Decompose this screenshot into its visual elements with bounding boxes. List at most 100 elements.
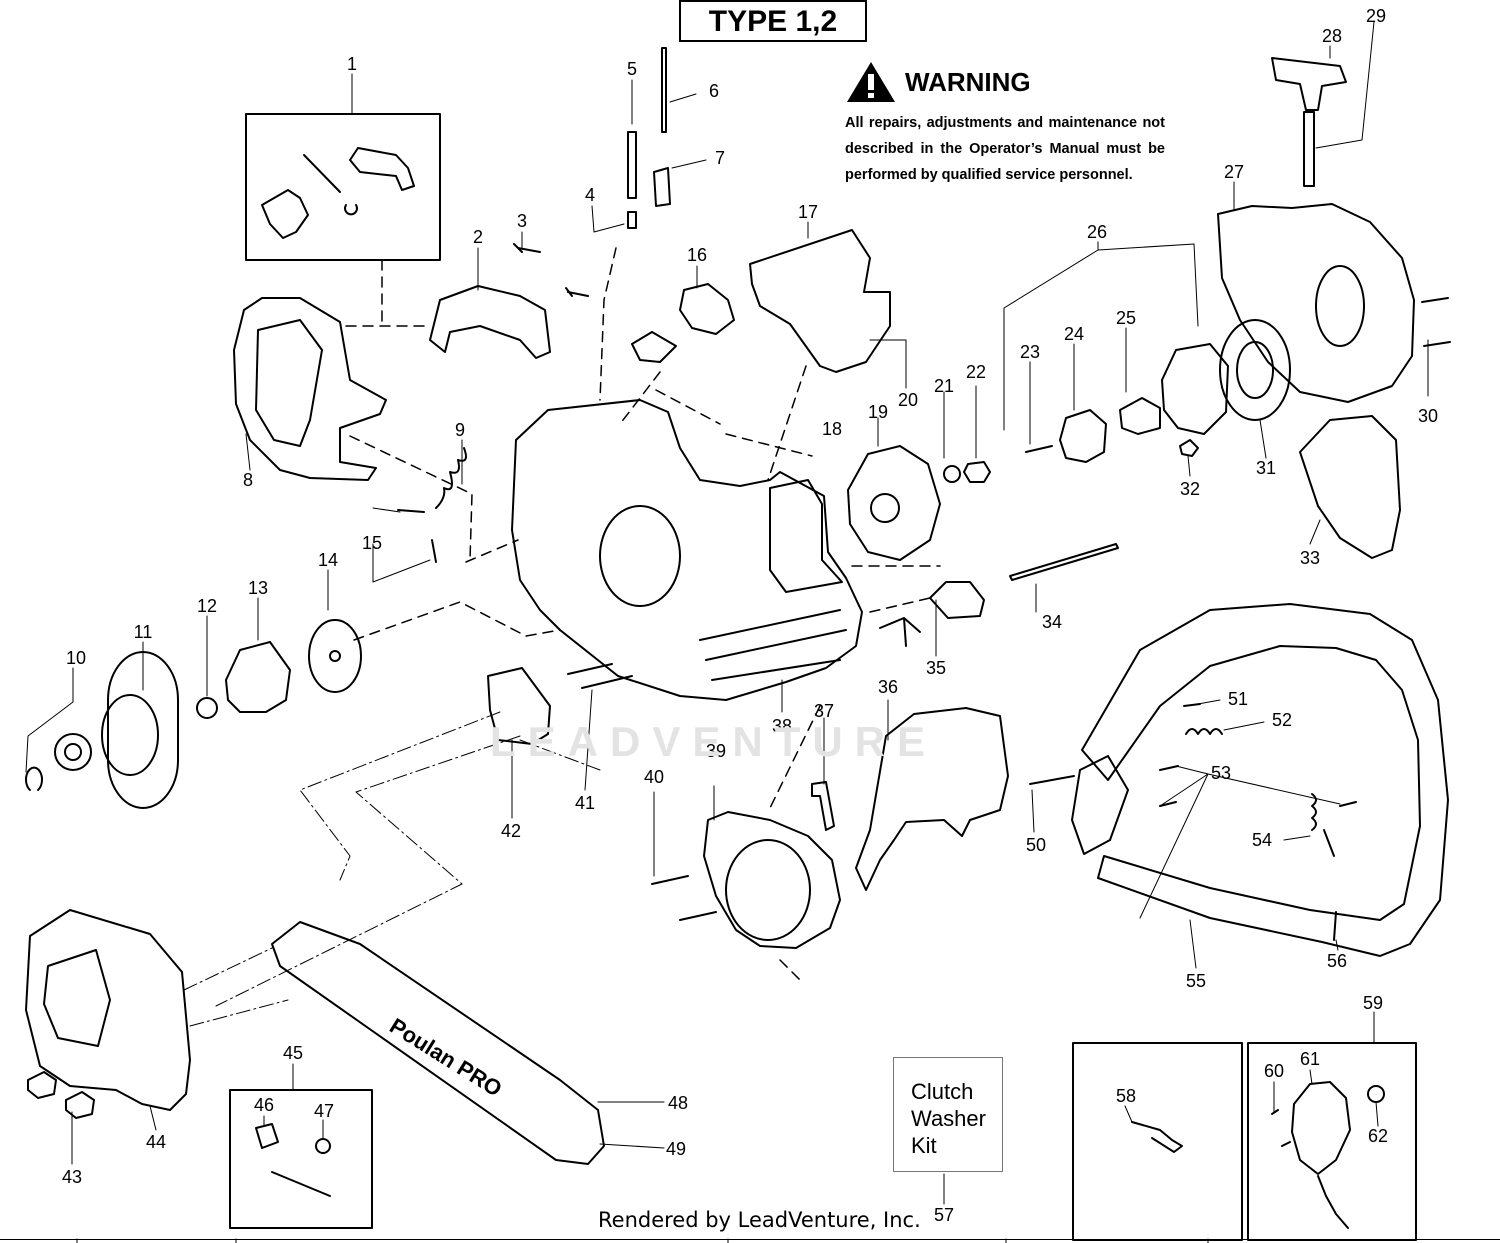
part-number-17: 17 [798, 202, 818, 222]
part-27-starter-housing [1217, 203, 1415, 403]
part-number-53: 53 [1211, 763, 1231, 783]
part-number-10: 10 [66, 648, 86, 668]
part-number-48: 48 [668, 1093, 688, 1113]
part-32-nut [1179, 439, 1199, 457]
part-35-fitting [929, 581, 985, 619]
warning-block: WARNING All repairs, adjustments and mai… [845, 60, 1165, 188]
part-11-drum [107, 651, 179, 809]
part-22-nut [963, 461, 991, 483]
footer-credit: Rendered by LeadVenture, Inc. [598, 1208, 921, 1232]
part-55-front-handle [1081, 603, 1449, 957]
part-38-fins [699, 609, 847, 681]
part-31-recoil [1219, 319, 1291, 421]
part-number-46: 46 [254, 1095, 274, 1115]
part-number-20: 20 [898, 390, 918, 410]
part-52-spring [1185, 728, 1223, 735]
part-number-22: 22 [966, 362, 986, 382]
part-number-62: 62 [1368, 1126, 1388, 1146]
part-number-59: 59 [1363, 993, 1383, 1013]
part-48-bar [271, 921, 605, 1165]
part-2-top-cover [429, 285, 551, 359]
part-number-42: 42 [501, 821, 521, 841]
part-number-7: 7 [715, 148, 725, 168]
part-number-33: 33 [1300, 548, 1320, 568]
part-29-rope [1303, 111, 1315, 187]
part-number-37: 37 [814, 701, 834, 721]
part-16-primer [679, 283, 735, 335]
part-number-34: 34 [1042, 612, 1062, 632]
part-number-60: 60 [1264, 1061, 1284, 1081]
part-number-61: 61 [1300, 1049, 1320, 1069]
part-number-16: 16 [687, 245, 707, 265]
part-number-35: 35 [926, 658, 946, 678]
part-46-adjuster [255, 1123, 279, 1149]
part-8-rear-handle [233, 297, 387, 481]
part-25-spring [1119, 397, 1161, 435]
dashdot-lines [183, 711, 601, 1027]
warning-triangle-icon [847, 62, 895, 102]
part-61-hose [1317, 1175, 1349, 1229]
part-3-screws [513, 243, 589, 297]
part-12-washer [196, 697, 218, 719]
part-7-filter [653, 167, 671, 207]
part-9-spring [435, 447, 467, 509]
part-31-recoil-inner [1236, 341, 1274, 399]
part-number-41: 41 [575, 793, 595, 813]
part-number-8: 8 [243, 470, 253, 490]
part-38-pulley [599, 505, 681, 607]
part-1-spring [303, 154, 358, 216]
part-10-clip [25, 766, 43, 791]
part-number-12: 12 [197, 596, 217, 616]
part-number-21: 21 [934, 376, 954, 396]
part-19-hub [870, 493, 900, 523]
part-10-washer-hole [64, 743, 82, 761]
part-54-spring [1311, 793, 1335, 857]
part-5-tube [627, 131, 637, 199]
part-61-pump [1291, 1081, 1351, 1175]
part-number-labels: 1234567891011121314151617181920212223242… [62, 6, 1438, 1225]
part-number-51: 51 [1228, 689, 1248, 709]
part-14-plate [308, 619, 362, 693]
part-23-screw [1025, 445, 1053, 453]
part-1-kit-box [245, 113, 441, 261]
part-30-screws [1421, 297, 1451, 347]
clutch-washer-kit-box: Clutch Washer Kit [893, 1057, 1003, 1172]
part-number-26: 26 [1087, 222, 1107, 242]
part-number-14: 14 [318, 550, 338, 570]
part-1-trigger [349, 147, 415, 191]
part-number-44: 44 [146, 1132, 166, 1152]
part-19-flywheel [847, 445, 941, 561]
part-number-4: 4 [585, 185, 595, 205]
part-34-rod [1009, 543, 1119, 581]
part-number-30: 30 [1418, 406, 1438, 426]
part-39-clutch-cover [703, 811, 841, 949]
part-number-18: 18 [822, 419, 842, 439]
part-number-49: 49 [666, 1139, 686, 1159]
part-number-31: 31 [1256, 458, 1276, 478]
part-26-pulley [1161, 343, 1229, 435]
part-15-screws [397, 509, 437, 563]
bottom-rule [0, 1239, 1500, 1240]
part-27-starter-center [1315, 265, 1365, 347]
part-13-clutch [225, 641, 291, 713]
part-28-handle [1271, 57, 1347, 111]
part-number-3: 3 [517, 211, 527, 231]
part-number-23: 23 [1020, 342, 1040, 362]
part-number-15: 15 [362, 533, 382, 553]
part-number-52: 52 [1272, 710, 1292, 730]
part-number-19: 19 [868, 402, 888, 422]
bar-logo-text: Poulan PRO [385, 1013, 506, 1102]
part-58-kit-box [1072, 1042, 1243, 1241]
part-number-1: 1 [347, 54, 357, 74]
part-number-28: 28 [1322, 26, 1342, 46]
part-6-rod [661, 47, 667, 133]
part-56-screw [1333, 911, 1337, 941]
part-24-hub [1059, 409, 1107, 463]
part-number-45: 45 [283, 1043, 303, 1063]
kit-label: Clutch Washer Kit [911, 1079, 986, 1158]
part-number-24: 24 [1064, 324, 1084, 344]
part-38-crankcase [511, 399, 863, 701]
part-number-50: 50 [1026, 835, 1046, 855]
part-11-drum-face [101, 694, 159, 776]
